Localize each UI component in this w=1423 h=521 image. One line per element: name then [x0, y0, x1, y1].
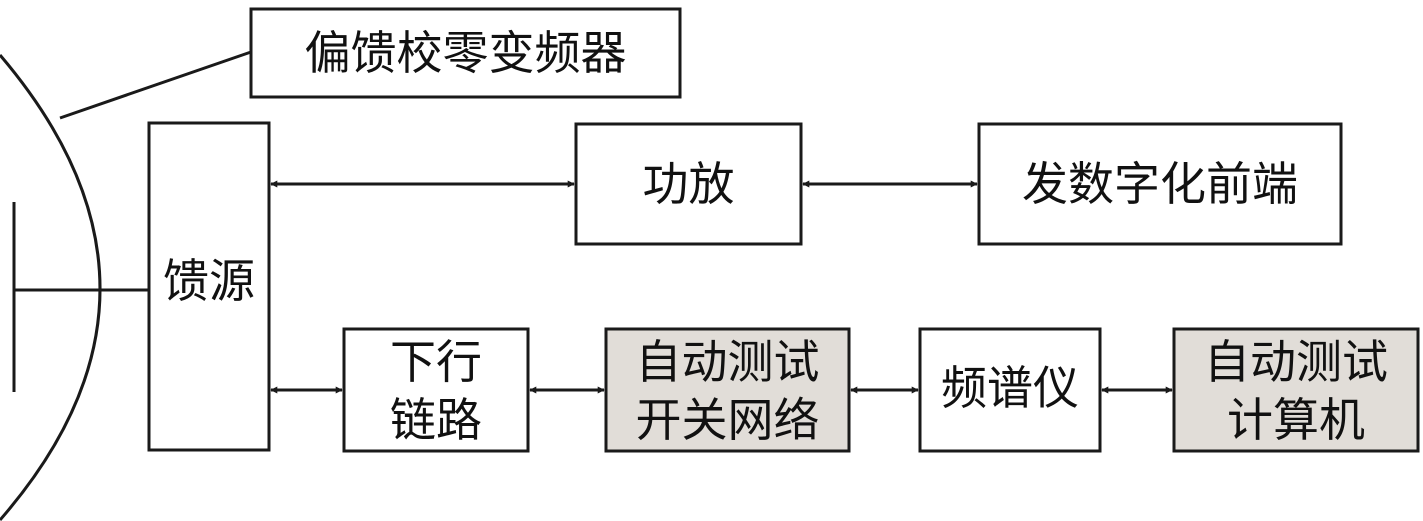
auto-test-computer-label-line2: 计算机 [1227, 393, 1365, 447]
switch-network-label-line2: 开关网络 [636, 393, 820, 447]
tx-digital-frontend-box: 发数字化前端 [977, 122, 1343, 246]
feed-label: 馈源 [163, 254, 255, 308]
downlink-label-line2: 链路 [390, 393, 482, 447]
spectrum-analyzer-label: 频谱仪 [941, 361, 1079, 415]
auto-test-switch-network-box: 自动测试 开关网络 [604, 327, 851, 453]
power-amplifier-box: 功放 [574, 122, 803, 246]
auto-test-computer-label-line1: 自动测试 [1204, 335, 1388, 389]
reflector-strut-line [59, 50, 252, 120]
spectrum-analyzer-box: 频谱仪 [918, 327, 1102, 453]
auto-test-computer-box: 自动测试 计算机 [1172, 327, 1420, 453]
tx-digital-frontend-label: 发数字化前端 [1022, 157, 1298, 211]
switch-network-label-line1: 自动测试 [636, 335, 820, 389]
power-amplifier-label: 功放 [643, 157, 735, 211]
feed-box: 馈源 [147, 121, 271, 452]
zero-calibration-converter-box: 偏馈校零变频器 [249, 7, 682, 99]
downlink-box: 下行 链路 [342, 327, 530, 453]
downlink-label-line1: 下行 [390, 335, 482, 389]
zero-calibration-converter-label: 偏馈校零变频器 [305, 26, 627, 80]
